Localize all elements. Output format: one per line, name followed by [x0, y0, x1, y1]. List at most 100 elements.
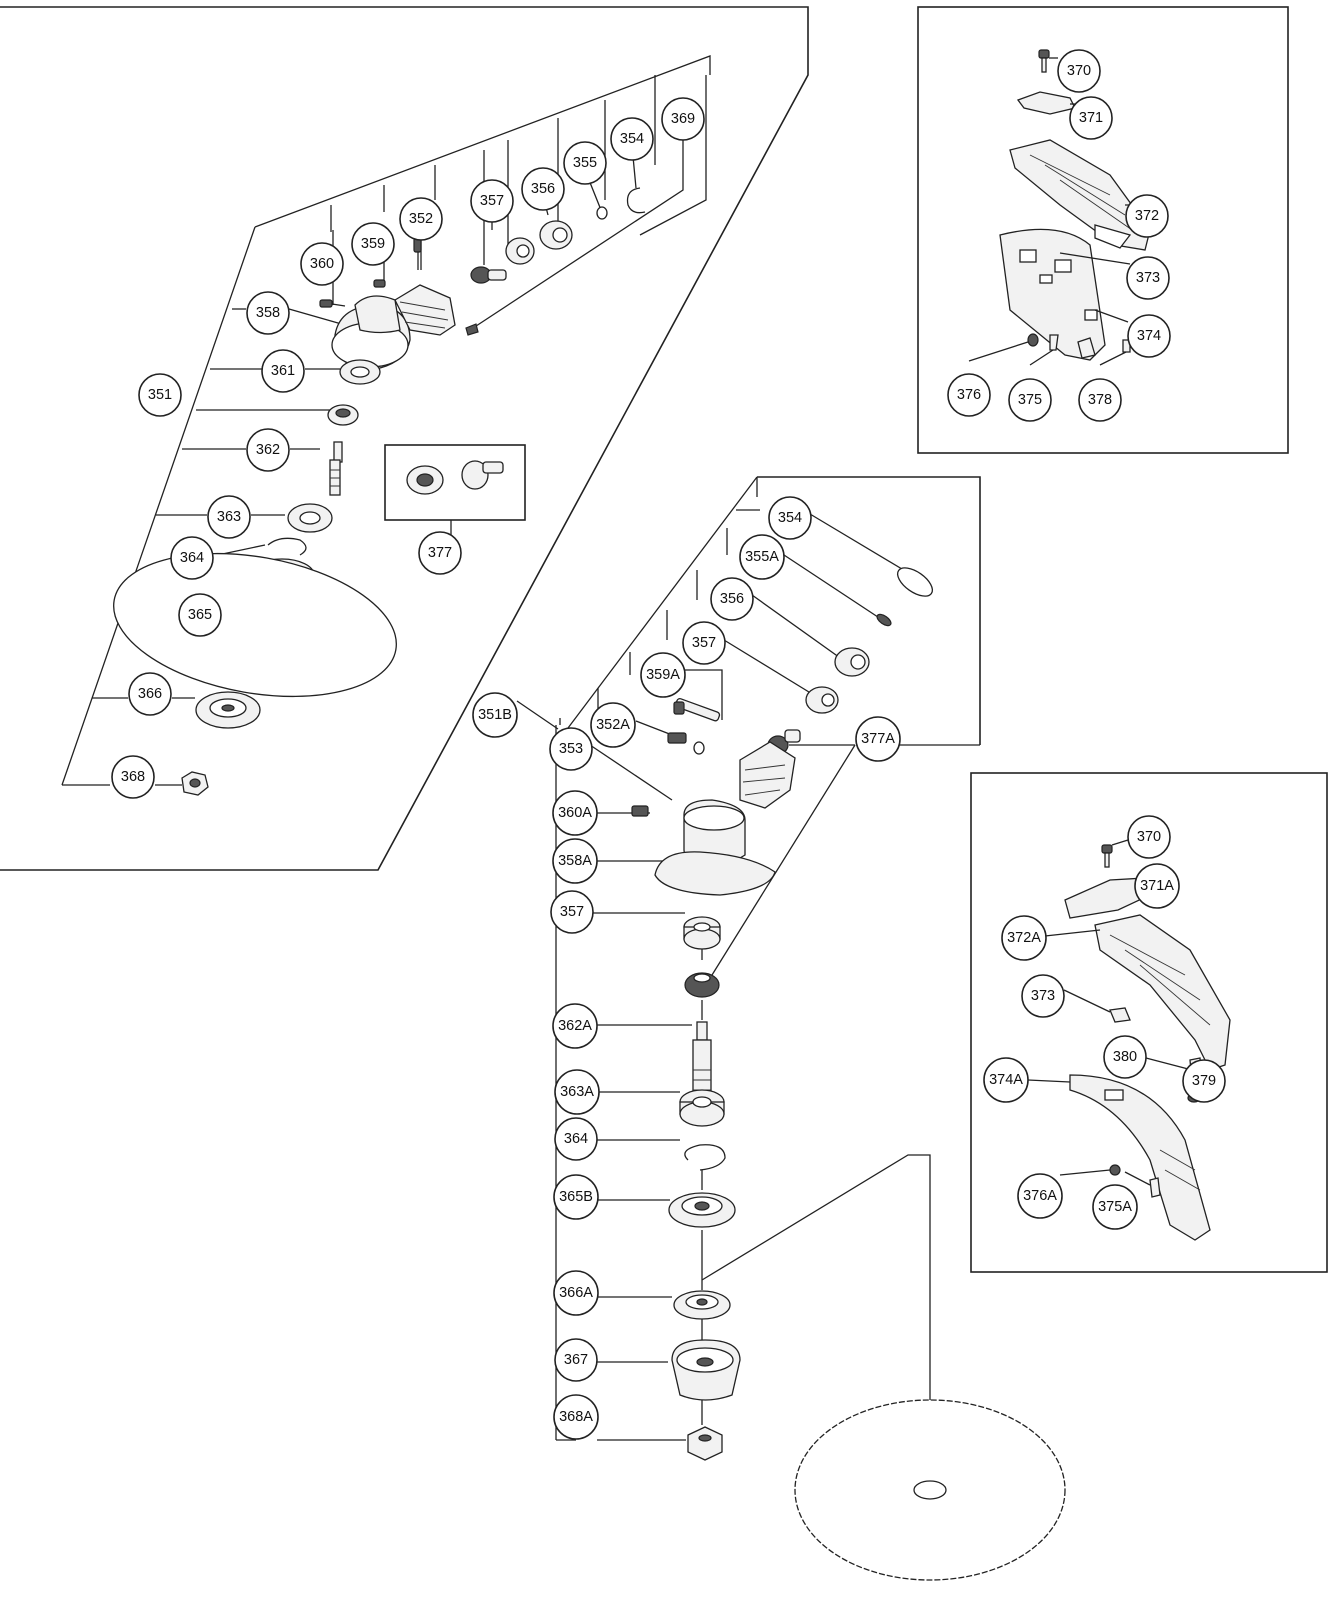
snap-ring-354 [626, 187, 646, 214]
callout-label: 365 [188, 607, 212, 623]
callout-357: 357 [550, 890, 594, 934]
callout-label: 373 [1136, 270, 1160, 286]
callout-355: 355 [563, 141, 607, 185]
callout-circle [640, 652, 686, 698]
callout-375: 375 [1008, 378, 1052, 422]
callout-label: 370 [1067, 63, 1091, 79]
callout-label: 359 [361, 236, 385, 252]
callout-circle [1008, 378, 1052, 422]
callout-circle [739, 534, 785, 580]
callout-circle [552, 790, 598, 836]
callout-362a: 362A [552, 1003, 598, 1049]
callout-circle [138, 373, 182, 417]
bearing-357b [805, 686, 839, 714]
frame-kit-377 [384, 444, 526, 521]
callout-label: 359A [646, 667, 680, 683]
blade-upper [113, 552, 397, 698]
callout-357: 357 [470, 179, 514, 223]
callout-376: 376 [947, 373, 991, 417]
leaders-center [516, 476, 980, 1465]
callout-380: 380 [1103, 1035, 1147, 1079]
callout-label: 353 [559, 741, 583, 757]
callout-355a: 355A [739, 534, 785, 580]
callout-354: 354 [610, 117, 654, 161]
callout-label: 378 [1088, 392, 1112, 408]
callout-364: 364 [554, 1117, 598, 1161]
frame-upper-right [917, 6, 1289, 454]
callout-label: 365B [559, 1189, 593, 1205]
callout-label: 357 [480, 193, 504, 209]
plate-374a [1027, 1074, 1211, 1241]
blade-lower [794, 1399, 1066, 1581]
callout-circle [470, 179, 514, 223]
parts-upper-left [113, 187, 646, 796]
callout-label: 351 [148, 387, 172, 403]
callout-label: 374 [1137, 328, 1161, 344]
callout-352a: 352A [590, 702, 636, 748]
screw-360 [319, 299, 346, 308]
callout-362: 362 [246, 428, 290, 472]
callout-circle [550, 890, 594, 934]
callout-379: 379 [1182, 1059, 1226, 1103]
bevel-gear-b [684, 972, 720, 998]
screw-360a [631, 805, 649, 817]
callout-label: 375 [1018, 392, 1042, 408]
bearing-357 [505, 237, 535, 265]
callout-374: 374 [1127, 314, 1171, 358]
screw-370-lower [1101, 839, 1129, 868]
washer-355 [596, 206, 608, 220]
callout-372: 372 [1125, 194, 1169, 238]
callout-376a: 376A [1017, 1173, 1063, 1219]
callout-label: 355 [573, 155, 597, 171]
callout-label: 376A [1023, 1188, 1057, 1204]
callout-circle [1021, 974, 1065, 1018]
callout-label: 357 [560, 904, 584, 920]
bolt-352 [413, 237, 422, 270]
callout-label: 373 [1031, 988, 1055, 1004]
guard-372 [1009, 139, 1151, 251]
callout-label: 369 [671, 111, 695, 127]
callout-365b: 365B [553, 1174, 599, 1220]
callout-layer: 3513523543553563573583593603613623633643… [111, 49, 1226, 1440]
callout-circle [710, 577, 754, 621]
callout-label: 356 [531, 181, 555, 197]
callout-circle [261, 349, 305, 393]
callout-373: 373 [1021, 974, 1065, 1018]
callout-circle [1127, 815, 1171, 859]
key-369 [465, 323, 479, 336]
callout-353: 353 [549, 727, 593, 771]
bracket-371 [1016, 91, 1076, 115]
callout-circle [947, 373, 991, 417]
bevel-gear [327, 404, 359, 426]
callout-circle [399, 197, 443, 241]
callout-label: 357 [692, 635, 716, 651]
callout-circle [178, 593, 222, 637]
callout-372a: 372A [1001, 915, 1047, 961]
callout-circle [563, 141, 607, 185]
pinion-gear [470, 266, 507, 284]
callout-356: 356 [521, 167, 565, 211]
callout-356: 356 [710, 577, 754, 621]
kit-pinion [461, 460, 504, 490]
callout-circle [552, 1003, 598, 1049]
callout-circle [351, 222, 395, 266]
callout-377a: 377A [855, 716, 901, 762]
callout-circle [300, 242, 344, 286]
callout-371: 371 [1069, 96, 1113, 140]
callout-365: 365 [178, 593, 222, 637]
callout-label: 371 [1079, 110, 1103, 126]
callout-368: 368 [111, 755, 155, 799]
callout-circle [170, 536, 214, 580]
parts-center [631, 567, 1066, 1581]
callout-label: 379 [1192, 1073, 1216, 1089]
callout-label: 368 [121, 769, 145, 785]
callout-label: 361 [271, 363, 295, 379]
callout-351b: 351B [472, 692, 518, 738]
callout-circle [1134, 863, 1180, 909]
callout-351: 351 [138, 373, 182, 417]
guard-assembly-upper [968, 49, 1151, 366]
bearing-356b [834, 647, 870, 677]
bearing-363 [287, 503, 333, 533]
callout-358a: 358A [552, 838, 598, 884]
callout-375a: 375A [1092, 1184, 1138, 1230]
